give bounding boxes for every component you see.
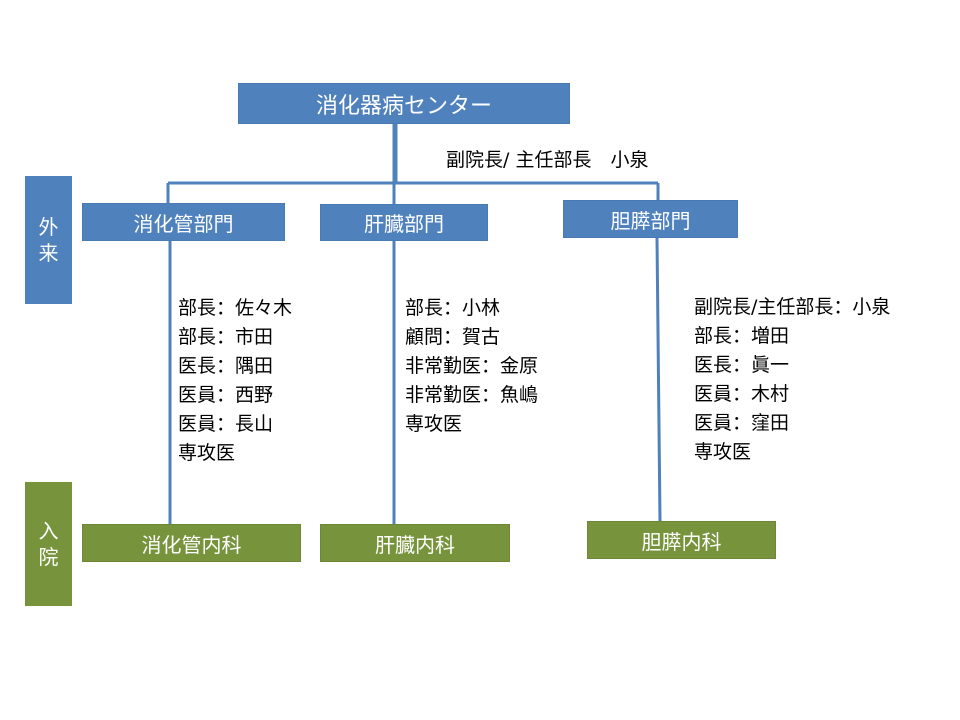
staff-list-liver: 部長：小林 顧問：賀古 非常勤医：金原 非常勤医：魚嶋 専攻医 — [405, 294, 538, 439]
center-head-label: 副院長/ 主任部長 小泉 — [446, 149, 649, 171]
staff-entry: 医長：隅田 — [178, 355, 274, 377]
staff-entry: 部長：小林 — [405, 297, 501, 319]
staff-entry: 部長：増田 — [694, 325, 790, 347]
staff-entry: 非常勤医：金原 — [405, 355, 539, 377]
staff-entry: 医員：窪田 — [694, 412, 790, 434]
ward-box-digestive-tract: 消化管内科 — [82, 524, 301, 562]
dept-box-digestive-tract: 消化管部門 — [82, 203, 285, 241]
staff-entry: 非常勤医：魚嶋 — [405, 384, 539, 406]
staff-entry: 顧問：賀古 — [405, 326, 501, 348]
staff-entry: 副院長/主任部長：小泉 — [694, 296, 891, 318]
dept-box-biliary-pancreatic: 胆膵部門 — [563, 200, 738, 238]
connector-vertical-3 — [655, 237, 662, 522]
inpatient-side-label: 入 院 — [25, 482, 72, 606]
ward-box-liver: 肝臓内科 — [320, 524, 510, 562]
staff-list-digestive-tract: 部長：佐々木 部長：市田 医長：隅田 医員：西野 医員：長山 専攻医 — [178, 294, 292, 468]
ward-box-biliary-pancreatic: 胆膵内科 — [587, 521, 776, 559]
staff-entry: 専攻医 — [178, 442, 236, 464]
staff-entry: 医員：木村 — [694, 383, 790, 405]
staff-entry: 部長：佐々木 — [178, 297, 293, 319]
staff-entry: 専攻医 — [405, 413, 463, 435]
staff-entry: 医員：西野 — [178, 384, 274, 406]
staff-entry: 専攻医 — [694, 441, 752, 463]
center-title: 消化器病センター — [315, 93, 492, 119]
dept-box-liver: 肝臓部門 — [320, 204, 488, 241]
staff-entry: 医長：眞一 — [694, 354, 790, 376]
staff-entry: 医員：長山 — [178, 413, 274, 435]
staff-list-biliary-pancreatic: 副院長/主任部長：小泉 部長：増田 医長：眞一 医員：木村 医員：窪田 専攻医 — [694, 293, 890, 467]
staff-entry: 部長：市田 — [178, 326, 274, 348]
center-title-box: 消化器病センター — [238, 83, 570, 124]
outpatient-side-label: 外 来 — [25, 176, 72, 304]
